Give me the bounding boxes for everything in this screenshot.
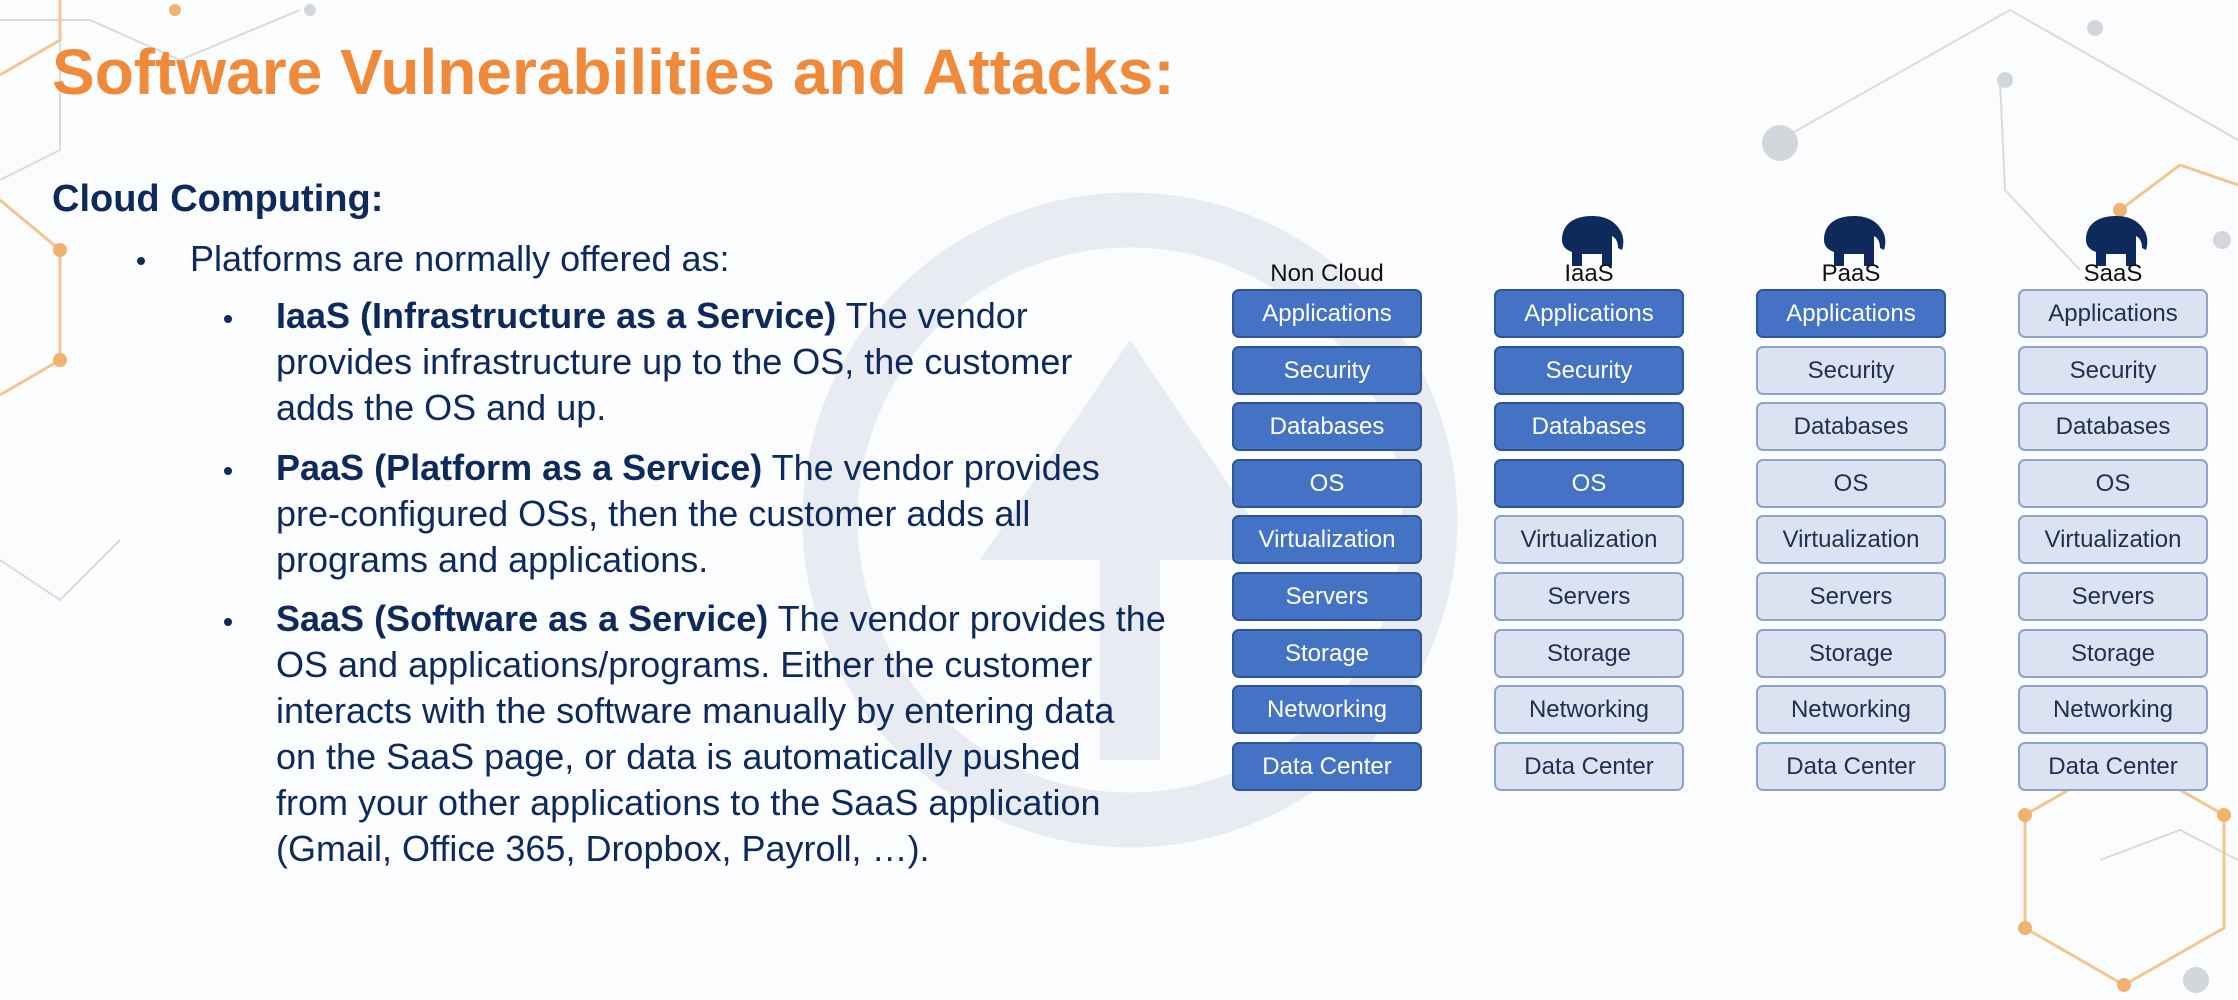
paas-text-line: pre-configured OSs, then the customer ad…: [276, 493, 1031, 534]
section-heading: Cloud Computing:: [52, 178, 384, 220]
iaas-text-line: provides infrastructure up to the OS, th…: [276, 341, 1073, 382]
layer-storage: Storage: [1494, 629, 1684, 678]
paas-term: PaaS (Platform as a Service): [276, 447, 763, 488]
iaas-description: IaaS (Infrastructure as a Service) The v…: [276, 293, 1216, 431]
layer-networking: Networking: [1232, 685, 1422, 734]
layer-networking: Networking: [2018, 685, 2208, 734]
layer-servers: Servers: [1494, 572, 1684, 621]
saas-description: SaaS (Software as a Service) The vendor …: [276, 596, 1216, 872]
layer-data-center: Data Center: [1232, 742, 1422, 791]
elephant-icon: [2086, 216, 2148, 266]
saas-text-line: on the SaaS page, or data is automatical…: [276, 736, 1081, 777]
elephant-icon: [1562, 216, 1624, 266]
layer-security: Security: [1494, 346, 1684, 395]
paas-description: PaaS (Platform as a Service) The vendor …: [276, 445, 1216, 583]
layer-virtualization: Virtualization: [1232, 515, 1422, 564]
layer-security: Security: [1232, 346, 1422, 395]
iaas-text-line: adds the OS and up.: [276, 387, 607, 428]
layer-applications: Applications: [1494, 289, 1684, 338]
bullet-icon: [224, 618, 232, 626]
elephant-icon: [1824, 216, 1886, 266]
bullet-icon: [137, 257, 145, 265]
layer-databases: Databases: [2018, 402, 2208, 451]
column-label-saas: SaaS: [2083, 260, 2143, 287]
bullet-icon: [224, 467, 232, 475]
layer-databases: Databases: [1232, 402, 1422, 451]
bullet-icon: [224, 315, 232, 323]
layer-virtualization: Virtualization: [2018, 515, 2208, 564]
column-label-non-cloud: Non Cloud: [1270, 260, 1384, 287]
layer-virtualization: Virtualization: [1494, 515, 1684, 564]
layer-os: OS: [1756, 459, 1946, 508]
slide-title: Software Vulnerabilities and Attacks:: [52, 36, 1175, 108]
layer-os: OS: [2018, 459, 2208, 508]
column-label-iaas: IaaS: [1564, 260, 1614, 287]
layer-databases: Databases: [1756, 402, 1946, 451]
layer-security: Security: [1756, 346, 1946, 395]
layer-virtualization: Virtualization: [1756, 515, 1946, 564]
layer-os: OS: [1232, 459, 1422, 508]
saas-term: SaaS (Software as a Service): [276, 598, 769, 639]
saas-text-line: from your other applications to the SaaS…: [276, 782, 1101, 823]
layer-data-center: Data Center: [1756, 742, 1946, 791]
iaas-term: IaaS (Infrastructure as a Service): [276, 295, 837, 336]
layer-applications: Applications: [1232, 289, 1422, 338]
layer-networking: Networking: [1756, 685, 1946, 734]
layer-data-center: Data Center: [2018, 742, 2208, 791]
paas-text-line: programs and applications.: [276, 539, 709, 580]
layer-servers: Servers: [1232, 572, 1422, 621]
paas-text-line: The vendor provides: [762, 447, 1100, 488]
saas-text-line: The vendor provides the: [768, 598, 1166, 639]
saas-text-line: (Gmail, Office 365, Dropbox, Payroll, …)…: [276, 828, 930, 869]
layer-data-center: Data Center: [1494, 742, 1684, 791]
layer-security: Security: [2018, 346, 2208, 395]
intro-bullet: Platforms are normally offered as:: [190, 238, 730, 279]
layer-storage: Storage: [1756, 629, 1946, 678]
layer-networking: Networking: [1494, 685, 1684, 734]
layer-applications: Applications: [2018, 289, 2208, 338]
saas-text-line: OS and applications/programs. Either the…: [276, 644, 1093, 685]
layer-storage: Storage: [1232, 629, 1422, 678]
layer-databases: Databases: [1494, 402, 1684, 451]
column-label-paas: PaaS: [1821, 260, 1881, 287]
layer-storage: Storage: [2018, 629, 2208, 678]
saas-text-line: interacts with the software manually by …: [276, 690, 1115, 731]
iaas-text-line: The vendor: [836, 295, 1028, 336]
layer-os: OS: [1494, 459, 1684, 508]
layer-applications: Applications: [1756, 289, 1946, 338]
layer-servers: Servers: [1756, 572, 1946, 621]
layer-servers: Servers: [2018, 572, 2208, 621]
